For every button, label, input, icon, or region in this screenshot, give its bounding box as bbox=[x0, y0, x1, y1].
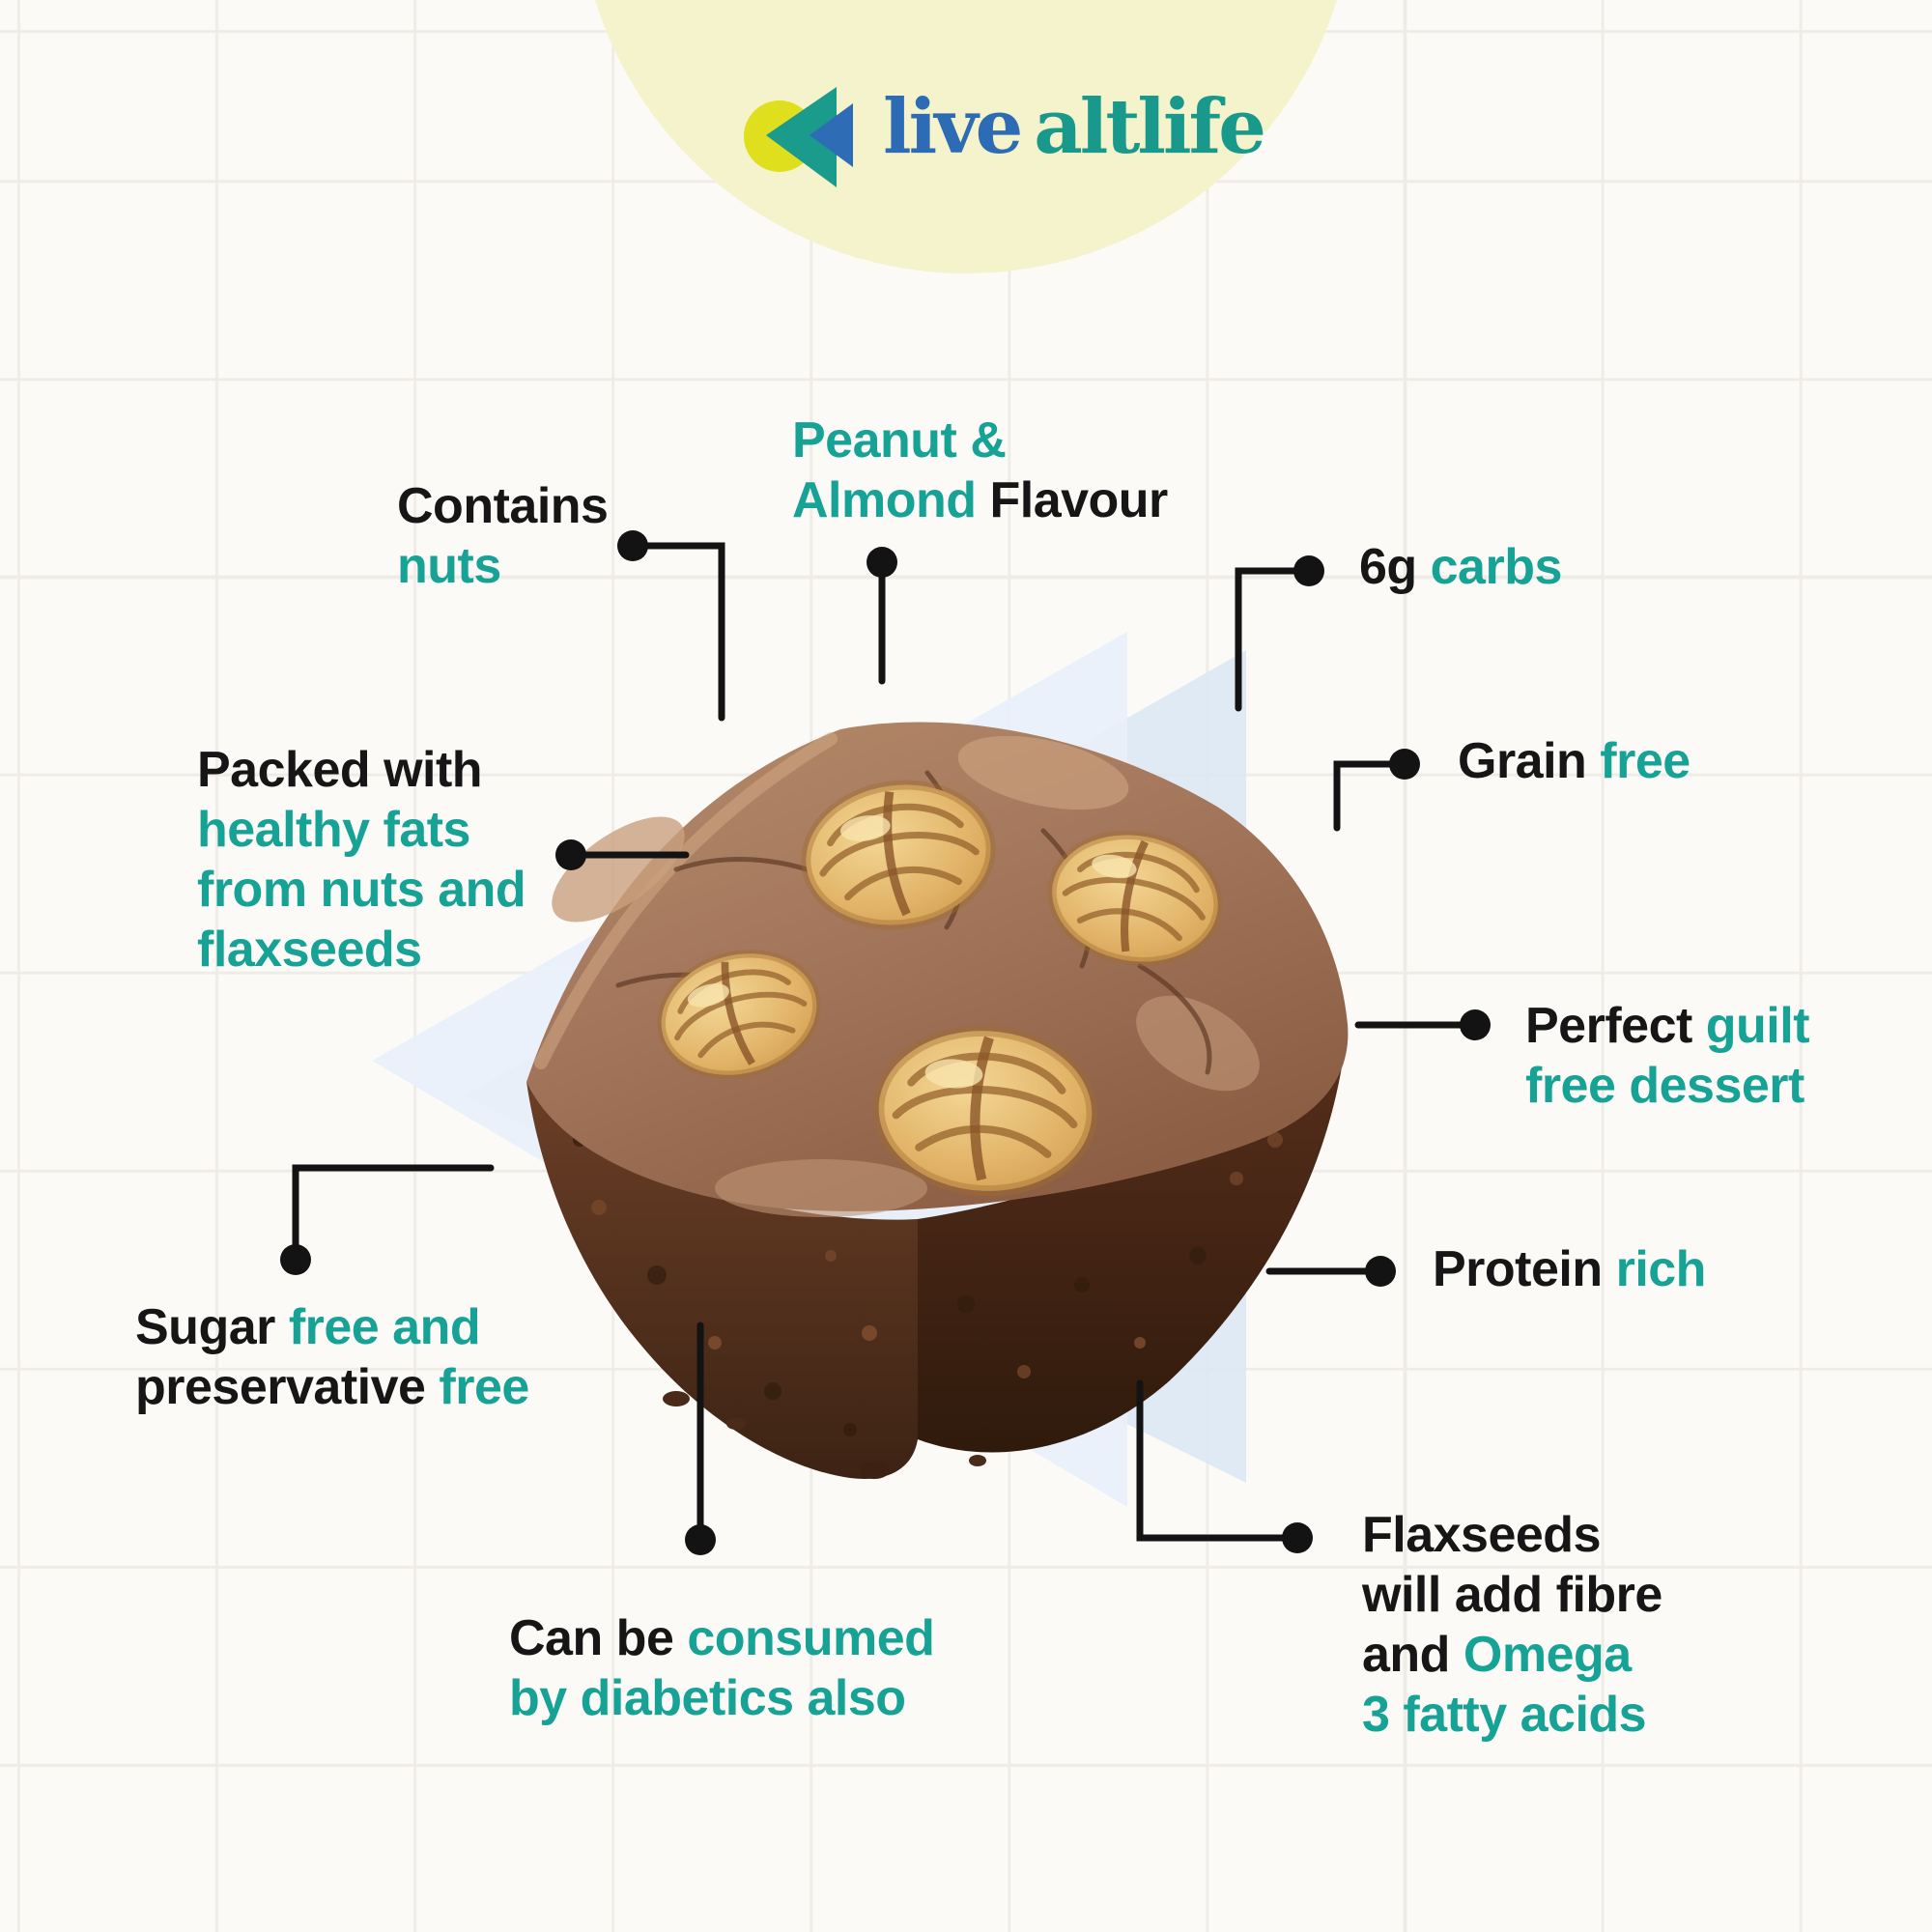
callout-line: healthy fats bbox=[197, 802, 470, 858]
brand-word-altlife: altlife bbox=[1034, 83, 1266, 171]
callout-line: flaxseeds bbox=[197, 922, 422, 978]
callout-line: Peanut & bbox=[792, 412, 1007, 469]
callout-contains-nuts: Contains nuts bbox=[397, 476, 609, 596]
callout-guilt-free-dessert: Perfect guilt free dessert bbox=[1525, 996, 1810, 1116]
callout-line: Grain free bbox=[1458, 733, 1690, 789]
callout-line: Packed with bbox=[197, 742, 483, 798]
callout-line: Sugar free and bbox=[135, 1299, 481, 1355]
callout-line: 3 fatty acids bbox=[1362, 1687, 1647, 1743]
callout-line: Protein rich bbox=[1433, 1241, 1706, 1297]
callout-grain-free: Grain free bbox=[1458, 731, 1690, 791]
callout-flaxseeds-omega3: Flaxseeds will add fibre and Omega 3 fat… bbox=[1362, 1505, 1662, 1745]
callout-line: 6g carbs bbox=[1359, 539, 1562, 595]
callout-line: nuts bbox=[397, 538, 501, 594]
brand-word-live: live bbox=[883, 83, 1023, 171]
callout-protein-rich: Protein rich bbox=[1433, 1239, 1706, 1299]
callout-diabetic-friendly: Can be consumed by diabetics also bbox=[509, 1608, 935, 1728]
callout-line: and Omega bbox=[1362, 1627, 1632, 1683]
callout-line: Flaxseeds bbox=[1362, 1507, 1602, 1563]
callout-line: preservative free bbox=[135, 1359, 529, 1415]
callout-packed-healthy-fats: Packed with healthy fats from nuts and f… bbox=[197, 740, 526, 980]
callout-line: Perfect guilt bbox=[1525, 998, 1810, 1054]
brownie-photo bbox=[526, 722, 1349, 1479]
callout-6g-carbs: 6g carbs bbox=[1359, 537, 1562, 597]
callout-line: Almond Flavour bbox=[792, 472, 1168, 528]
callout-line: will add fibre bbox=[1362, 1567, 1662, 1623]
callout-sugar-preservative-free: Sugar free and preservative free bbox=[135, 1297, 529, 1417]
callout-line: from nuts and bbox=[197, 862, 526, 918]
callout-line: free dessert bbox=[1525, 1058, 1804, 1114]
callout-line: by diabetics also bbox=[509, 1670, 906, 1726]
double-back-arrow-icon bbox=[744, 87, 853, 187]
callout-peanut-almond-flavour: Peanut & Almond Flavour bbox=[792, 411, 1168, 530]
callout-line: Can be consumed bbox=[509, 1610, 935, 1666]
callout-line: Contains bbox=[397, 478, 609, 534]
